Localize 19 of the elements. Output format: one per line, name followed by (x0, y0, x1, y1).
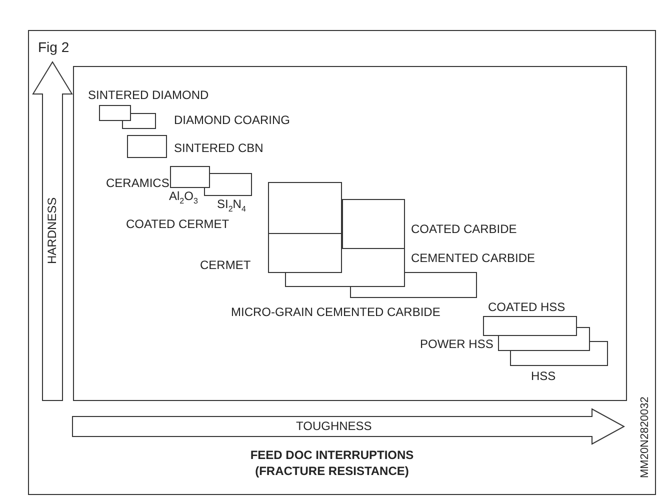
axis-label: TOUGHNESS (296, 419, 372, 433)
material-label: SINTERED CBN (174, 141, 264, 155)
material-label: CEMENTED CARBIDE (411, 251, 536, 265)
material-label: HSS (531, 369, 556, 383)
material-label: MICRO-GRAIN CEMENTED CARBIDE (231, 305, 440, 319)
axis-description: FEED DOC INTERRUPTIONS (FRACTURE RESISTANCE) (249, 447, 415, 479)
figure-code: MM20N2820032 (638, 396, 652, 478)
material-label: SI$_{2}$N$_{4}$ (217, 197, 246, 211)
figure-title: Fig 2 (38, 38, 70, 56)
material-label: DIAMOND COARING (174, 113, 290, 127)
material-label: CERAMICS (106, 176, 170, 190)
material-label: COATED CERMET (126, 217, 230, 231)
material-label: CERMET (200, 258, 251, 272)
material-label: COATED HSS (488, 300, 566, 314)
material-label: Al$_{2}$O$_{3}$ (169, 189, 198, 203)
material-label: SINTERED DIAMOND (88, 88, 209, 102)
axis-label: HARDNESS (45, 197, 59, 264)
material-label: POWER HSS (420, 337, 494, 351)
material-label: COATED CARBIDE (411, 222, 517, 236)
